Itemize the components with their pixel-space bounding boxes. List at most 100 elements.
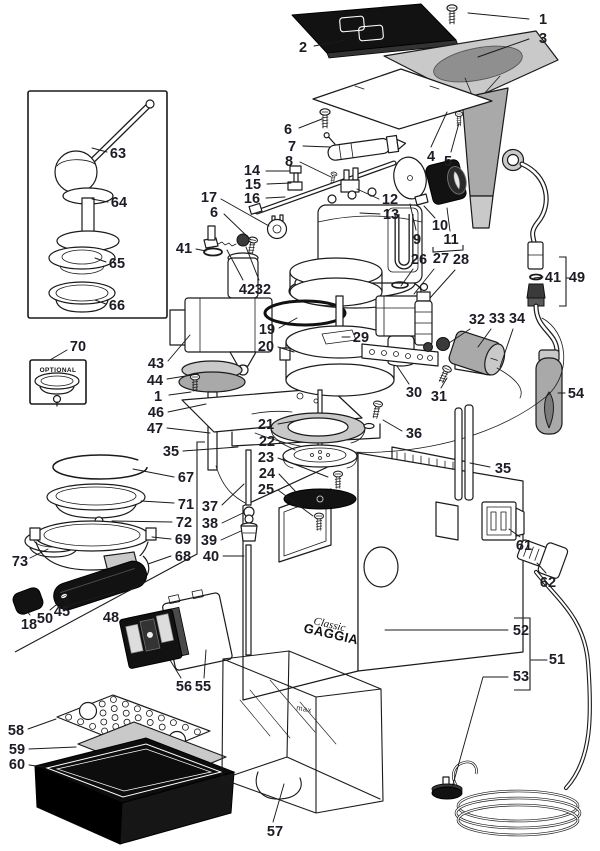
optional-basket-part-70: OPTIONAL	[34, 367, 80, 407]
leader-line-61	[508, 528, 521, 538]
grate-hole	[169, 719, 177, 727]
part-label-55: 55	[195, 679, 211, 695]
drip-tray-part-60	[33, 737, 236, 845]
muffler-part-33	[448, 330, 506, 376]
grate-hole	[122, 709, 130, 717]
grate-hole	[111, 714, 119, 721]
leader-line-24	[278, 473, 297, 493]
leader-line-67	[132, 468, 175, 478]
group-gasket-part-21	[270, 412, 366, 444]
grate-hole	[100, 718, 108, 726]
leader-line-17	[220, 198, 270, 227]
part-label-6: 6	[210, 205, 218, 221]
switch-assembly	[119, 589, 233, 671]
grate-hole	[98, 700, 106, 708]
end-cap-part-18	[12, 587, 44, 615]
part-label-45: 45	[54, 604, 70, 620]
leader-line-63	[91, 147, 108, 153]
part-label-65: 65	[109, 256, 125, 272]
nut-small	[423, 342, 433, 352]
leader-line-56	[169, 659, 182, 679]
part-label-72: 72	[176, 515, 192, 531]
leader-line-66	[94, 299, 107, 305]
pump-mounts-part-44	[178, 360, 246, 393]
leader-line-71	[140, 500, 175, 504]
o-ring-part-41a	[203, 247, 223, 257]
steam-valve-assembly	[245, 108, 407, 256]
leader-line-36	[382, 419, 403, 432]
housing-hole	[363, 546, 399, 588]
power-plug-part-62	[516, 539, 569, 579]
group-box-0	[27, 90, 168, 319]
leader-line-25	[277, 489, 314, 517]
leader-line-73	[29, 548, 49, 559]
grate-hole	[77, 718, 84, 726]
leader-line-64	[91, 198, 109, 203]
leader-line-19	[278, 317, 298, 329]
part-label-71: 71	[178, 497, 194, 513]
spring-clip-part-67	[52, 454, 148, 480]
top-frame-and-funnel	[383, 30, 559, 229]
shower-column	[270, 389, 366, 531]
accessory-box	[48, 99, 155, 313]
leader-line-28	[429, 269, 456, 299]
leader-line-23	[277, 457, 329, 478]
tube-column	[215, 449, 258, 656]
part-label-49: 49	[569, 270, 585, 286]
grate-hole	[99, 709, 107, 717]
water-tank-part-57: max	[221, 650, 384, 814]
leader-line-1	[467, 12, 530, 20]
leader-line-43	[167, 334, 191, 362]
leader-line-27	[413, 268, 435, 295]
part-label-58: 58	[8, 723, 24, 739]
optional-label: OPTIONAL	[40, 367, 77, 374]
leader-line-57	[272, 783, 285, 823]
leader-line-7	[302, 145, 331, 148]
part-label-50: 50	[37, 611, 53, 627]
part-label-19: 19	[259, 322, 275, 338]
leader-line-31	[440, 377, 448, 389]
washer	[363, 422, 375, 430]
adjustable-foot	[431, 776, 463, 800]
leader-line-65	[94, 257, 107, 263]
part-label-42: 42	[239, 282, 255, 298]
part-label-12: 12	[382, 192, 398, 208]
grate-hole	[110, 705, 118, 712]
thermostat-part-17	[266, 214, 288, 240]
valve-part-39	[240, 522, 258, 542]
part-label-24: 24	[259, 466, 275, 482]
part-label-56: 56	[176, 679, 192, 695]
callout-bracket-0	[559, 256, 567, 307]
part-label-26: 26	[411, 252, 427, 268]
leader-line-32	[448, 328, 471, 344]
part-label-31: 31	[431, 389, 447, 405]
leader-line-6	[223, 213, 252, 241]
part-label-4: 4	[427, 149, 435, 165]
leader-line-46	[167, 403, 207, 413]
grate-hole	[158, 723, 166, 731]
leader-line-37	[221, 483, 245, 506]
leader-line-55	[203, 649, 207, 679]
leader-line-69	[151, 536, 172, 540]
grate-hole	[65, 713, 72, 721]
part-label-37: 37	[202, 499, 218, 515]
tube-part-34	[496, 367, 522, 399]
part-label-35: 35	[495, 461, 511, 477]
leader-line-2	[313, 39, 347, 47]
leader-line-1	[168, 391, 192, 396]
leader-line-10	[423, 205, 436, 219]
leader-line-33	[477, 328, 492, 348]
leader-line-20	[277, 346, 295, 353]
part-label-13: 13	[383, 207, 399, 223]
steam-wand-assembly	[501, 148, 563, 435]
part-label-28: 28	[453, 252, 469, 268]
leader-line-39	[220, 530, 242, 541]
leader-line-35	[182, 446, 239, 452]
grate-hole	[110, 696, 117, 703]
leader-line-12	[356, 188, 380, 200]
leader-line-38	[221, 512, 244, 524]
grate-hole	[146, 719, 154, 726]
power-socket-part-61	[481, 501, 525, 541]
part-label-10: 10	[432, 218, 448, 234]
